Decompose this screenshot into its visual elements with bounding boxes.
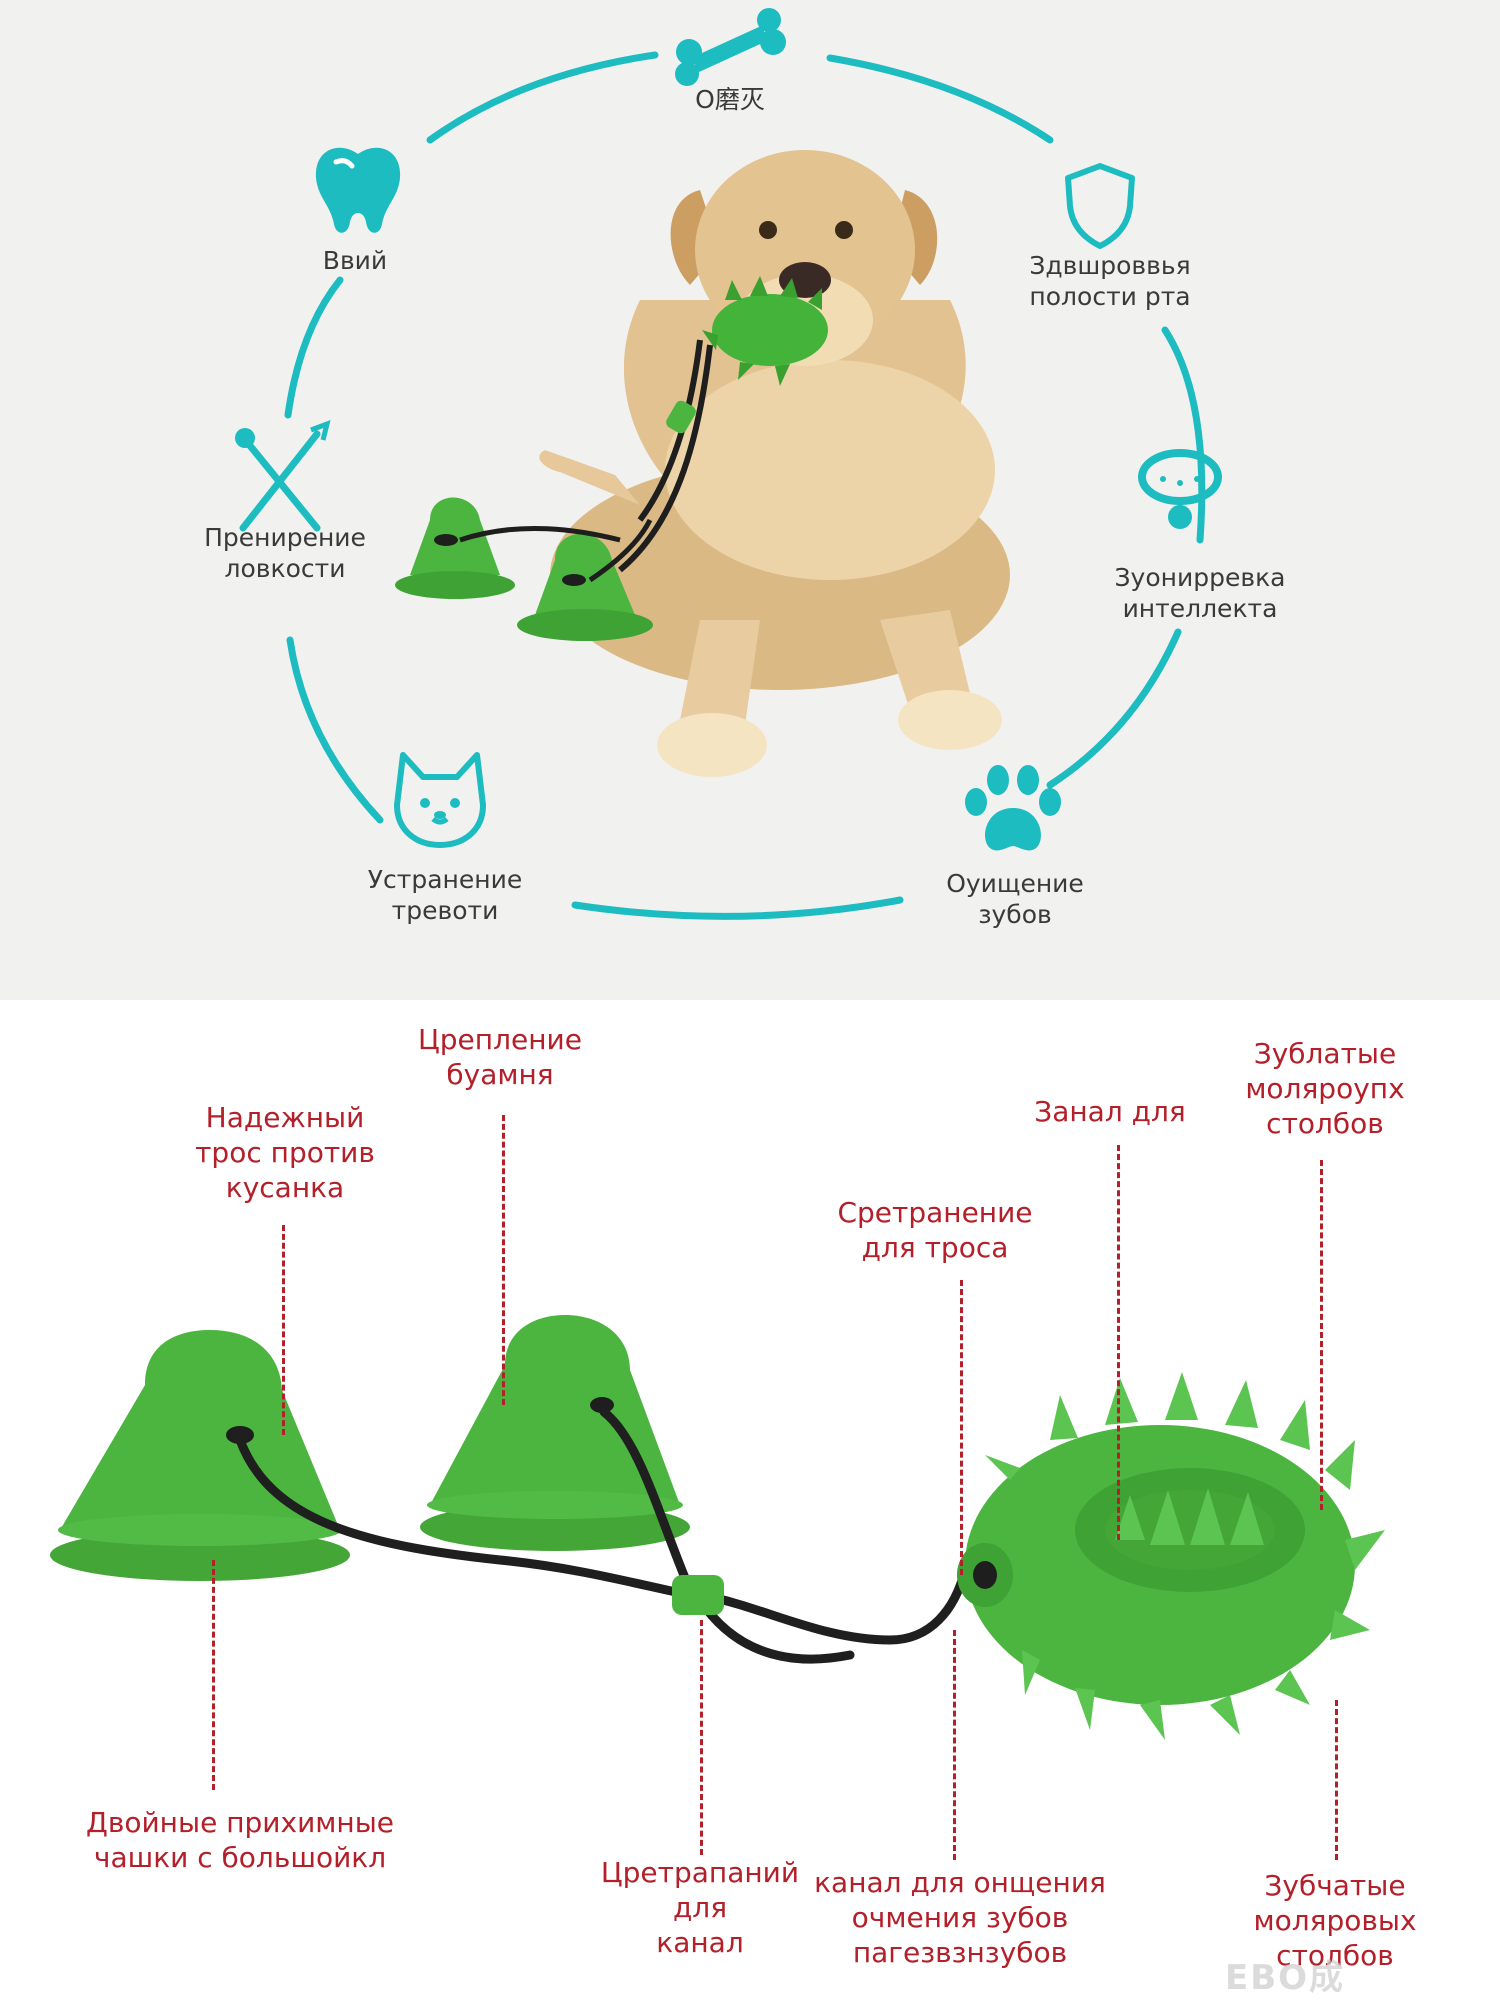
callout-molar-bottom-line-1: Зубчатые [1264,1869,1406,1902]
callout-channel: Занал для [900,1094,1320,1129]
callout-canal-line-3: канал [656,1926,744,1959]
collar-icon [1138,449,1222,529]
callout-clean-line-3: пагезвзнзубов [852,1936,1068,1969]
callout-molar-bottom-line-3: столбов [1276,1939,1394,1972]
feature-cleaning-line-2: зубов [978,900,1052,929]
callout-rope-hold: Сретранение для троса [725,1195,1145,1265]
feature-chew: O磨灭 [580,84,880,115]
callout-clean-line-2: очмения зубов [851,1901,1069,1934]
callout-rope-hold-line-1: Сретранение [837,1196,1033,1229]
callout-canal: Цретрапаний для канал [490,1855,910,1960]
callout-rope-line-2: трос против [195,1136,375,1169]
feature-cleaning-line-1: Оуищение [946,869,1084,898]
feature-dexterity: Пренирение ловкости [135,522,435,584]
feature-chew-line: O磨灭 [695,85,765,114]
feature-intellect-line-2: интеллекта [1122,594,1278,623]
callout-channel-line-1: Занал для [1034,1095,1186,1128]
tooth-icon [315,147,401,233]
callout-molar-top-line-1: Зублатые [1253,1037,1397,1070]
feature-oral-health: Здвшроввья полости рта [960,250,1260,312]
callout-canal-line-1: Цретрапаний [600,1856,800,1889]
crossed-tools-icon [235,420,331,532]
callout-cleaning-channel: канал для онщения очмения зубов пагезвзн… [765,1865,1155,1970]
callout-suction-cups: Двойные прихимные чашки с большойкл [35,1805,445,1875]
callout-cups-line-2: чашки с большойкл [93,1841,387,1874]
ring-arc [1161,326,1206,544]
dog [539,150,1010,777]
paw-icon [965,765,1061,851]
callout-molar-top-line-2: моляроупх [1245,1072,1405,1105]
rope-stopper [672,1575,724,1615]
feature-anxiety-line-1: Устранение [367,865,523,894]
benefit-ring [284,51,1206,920]
ring-arc [286,636,384,824]
molar-teeth [1115,1488,1264,1545]
callout-rope-line-1: Надежный [205,1101,365,1134]
feature-teeth-cleaning: Оуищение зубов [865,868,1165,930]
callout-rope-line-3: кусанка [225,1171,345,1204]
shiba-face-icon [394,752,486,848]
leader-line-attach [502,1115,505,1405]
leader-line-canal [700,1620,703,1855]
ring-arc [571,896,904,920]
ball-spikes [985,1372,1385,1740]
top-suction-cups [395,497,653,641]
leader-line-rope [282,1225,285,1435]
callout-cups-line-1: Двойные прихимные [85,1806,395,1839]
feature-oral-line-1: Здвшроввья [1029,251,1191,280]
right-suction-cup [420,1315,690,1551]
feature-intellect: Зуонирревка интеллекта [1050,562,1350,624]
callout-molar-top-line-3: столбов [1266,1107,1384,1140]
benefits-panel: O磨灭 Ввий Здвшроввья полости рта Пренирен… [0,0,1500,1000]
rope [235,1407,970,1664]
toy-in-mouth [618,276,828,573]
callout-rope: Надежный трос против кусанка [75,1100,495,1205]
callout-molar-top: Зублатые моляроупх столбов [1085,1036,1500,1141]
feature-anxiety-line-2: тревоти [391,896,499,925]
shield-icon [1065,163,1135,249]
leader-line-rope-hold [960,1280,963,1575]
feature-tooth: Ввий [205,245,505,276]
ring-arc [1046,628,1182,789]
bone-icon [675,8,786,86]
callout-clean-line-1: канал для онщения [814,1866,1106,1899]
callout-attach-line-1: Црепление [418,1023,582,1056]
leader-line-channel [1117,1145,1120,1540]
feature-dexterity-line-2: ловкости [224,554,346,583]
ring-arc [826,54,1054,144]
leader-line-cups [212,1560,215,1790]
callout-canal-line-2: для [672,1891,728,1924]
feature-oral-line-2: полости рта [1029,282,1191,311]
callout-molar-bottom-line-2: моляровых [1253,1904,1417,1937]
callout-attach: Црепление буамня [290,1022,710,1092]
leader-line-molar-bottom [1335,1700,1338,1860]
watermark: ЕBO成 [1225,1958,1346,1998]
feature-dexterity-line-1: Пренирение [204,523,366,552]
leader-line-clean-channel [953,1630,956,1860]
feature-intellect-line-1: Зуонирревка [1114,563,1286,592]
feature-tooth-line: Ввий [322,246,388,275]
callout-attach-line-2: буамня [446,1058,554,1091]
feature-anxiety: Устранение тревоти [295,864,595,926]
ring-arc [426,51,659,144]
callout-rope-hold-line-2: для троса [861,1231,1009,1264]
dog-with-toy-illustration [395,150,1010,777]
anatomy-panel: Надежный трос против кусанка Црепление б… [0,1000,1500,2000]
leader-line-molar-top [1320,1160,1323,1510]
molar-chew-ball [957,1372,1385,1740]
toy-anatomy-illustration [50,1315,1385,1740]
ring-arc [284,276,344,419]
callout-molar-bottom: Зубчатые моляровых столбов [1130,1868,1500,1973]
left-suction-cup [50,1330,350,1581]
